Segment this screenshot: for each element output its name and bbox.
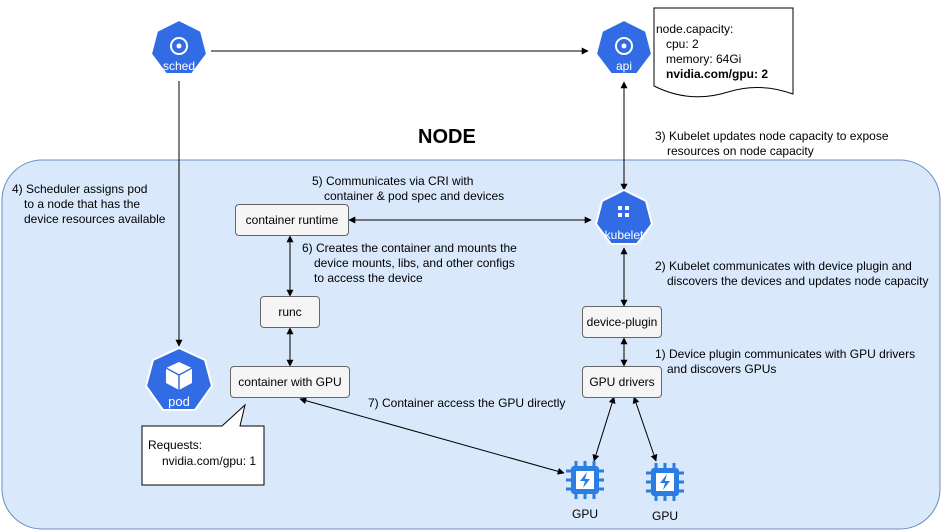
sched-icon xyxy=(149,18,209,75)
step-4-line: device resources available xyxy=(24,212,166,226)
step-6-line: to access the device xyxy=(314,271,423,285)
gpu-drivers-box[interactable]: GPU drivers xyxy=(582,366,662,398)
arrow-container-gpu xyxy=(299,397,565,475)
step-1-note: 1) Device plugin communicates with GPU d… xyxy=(655,347,915,377)
arrow-drivers-gpu2 xyxy=(632,396,658,462)
node-capacity: node.capacity: cpu: 2 memory: 64Gi nvidi… xyxy=(656,22,768,82)
gpu-label: GPU xyxy=(572,507,599,521)
step-2-line: 2) Kubelet communicates with device plug… xyxy=(655,259,912,273)
pod-label: pod xyxy=(168,394,190,409)
pod-icon xyxy=(144,346,214,411)
gpu-chip-icon xyxy=(566,461,604,499)
step-1-line: and discovers GPUs xyxy=(667,362,777,376)
step-4-line: to a node that has the xyxy=(24,197,141,211)
kubelet-icon xyxy=(594,188,654,245)
step-2-line: discovers the devices and updates node c… xyxy=(667,274,929,288)
api-label: api xyxy=(615,59,632,73)
gpu-chip-icon xyxy=(646,463,684,501)
node-capacity-doc xyxy=(653,7,794,98)
step-6-note: 6) Creates the container and mounts the … xyxy=(302,241,517,286)
step-6-line: device mounts, libs, and other configs xyxy=(314,256,515,270)
requests-gpu: nvidia.com/gpu: 1 xyxy=(162,454,257,468)
requests-title: Requests: xyxy=(148,438,203,452)
arrow-drivers-gpu1 xyxy=(592,396,616,462)
step-3-line: 3) Kubelet updates node capacity to expo… xyxy=(655,129,889,143)
runc-box[interactable]: runc xyxy=(260,296,320,328)
node-capacity-title: node.capacity: xyxy=(656,22,734,36)
node-capacity-cpu: cpu: 2 xyxy=(666,37,699,51)
api-icon xyxy=(594,18,654,75)
step-5-line: container & pod spec and devices xyxy=(324,189,505,203)
requests-callout xyxy=(141,403,265,486)
device-plugin-box[interactable]: device-plugin xyxy=(582,306,662,338)
step-5-line: 5) Communicates via CRI with xyxy=(312,174,474,188)
step-4-line: 4) Scheduler assigns pod xyxy=(12,182,148,196)
node-title: NODE xyxy=(418,126,476,148)
kubelet-label: kubelet xyxy=(604,228,644,242)
pod-requests: Requests: nvidia.com/gpu: 1 xyxy=(148,437,256,469)
step-5-note: 5) Communicates via CRI with container &… xyxy=(312,174,504,204)
step-2-note: 2) Kubelet communicates with device plug… xyxy=(655,259,929,289)
gpu-label: GPU xyxy=(652,509,679,523)
node-capacity-gpu: nvidia.com/gpu: 2 xyxy=(666,67,769,81)
container-runtime-box[interactable]: container runtime xyxy=(235,204,349,236)
node-capacity-memory: memory: 64Gi xyxy=(666,52,742,66)
step-7-note: 7) Container access the GPU directly xyxy=(368,396,566,410)
step-6-line: 6) Creates the container and mounts the xyxy=(302,241,517,255)
step-3-note: 3) Kubelet updates node capacity to expo… xyxy=(655,129,889,159)
step-4-note: 4) Scheduler assigns pod to a node that … xyxy=(12,182,165,227)
step-3-line: resources on node capacity xyxy=(667,144,814,158)
sched-label: sched xyxy=(162,59,196,73)
step-1-line: 1) Device plugin communicates with GPU d… xyxy=(655,347,916,361)
container-with-gpu-box[interactable]: container with GPU xyxy=(230,366,350,398)
